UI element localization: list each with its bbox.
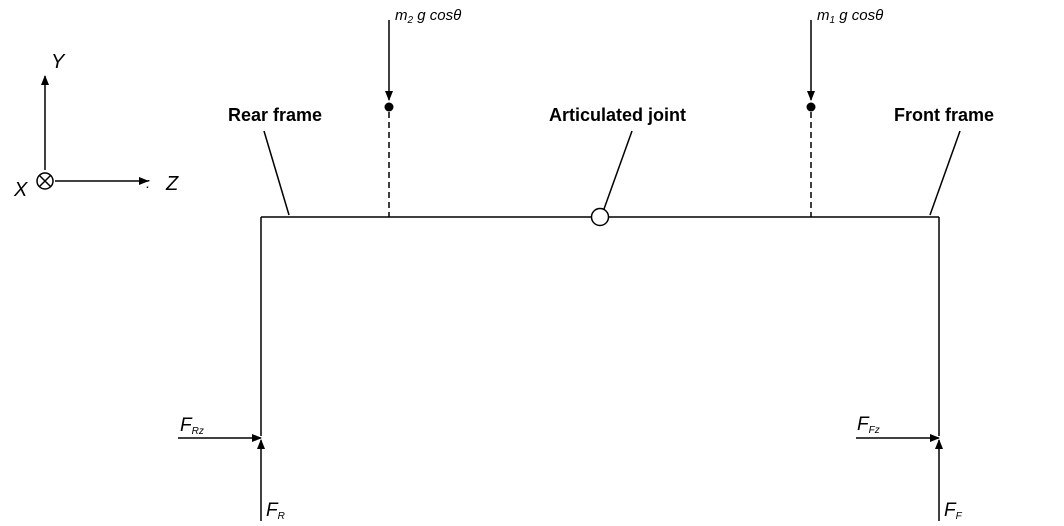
rear-z-force-label: FRz xyxy=(180,415,204,437)
front-z-force-label: FFz xyxy=(857,414,880,436)
x-axis-label: X xyxy=(13,179,28,201)
rear-frame-leader xyxy=(263,130,290,216)
articulated-joint-icon xyxy=(590,207,610,227)
front-frame-label: Front frame xyxy=(894,105,994,125)
front-reaction-forces: FFz FF xyxy=(856,414,963,522)
rear-load-label: m2 g cosθ xyxy=(395,7,461,26)
articulated-joint-leader xyxy=(603,130,633,210)
z-axis-label: Z xyxy=(165,173,179,195)
vehicle-frame xyxy=(260,207,940,436)
articulated-joint-callout: Articulated joint xyxy=(549,105,686,210)
rear-frame-callout: Rear frame xyxy=(228,105,322,216)
front-normal-force-label: FF xyxy=(944,500,963,522)
coordinate-system: Y : Z X xyxy=(13,51,179,201)
z-axis-marker: : xyxy=(146,175,150,192)
front-gravity-load: m1 g cosθ xyxy=(806,7,883,217)
front-mass-center-dot xyxy=(806,102,816,112)
front-load-label: m1 g cosθ xyxy=(817,7,883,26)
articulated-joint-label: Articulated joint xyxy=(549,105,686,125)
rear-gravity-load: m2 g cosθ xyxy=(384,7,461,217)
rear-normal-force-label: FR xyxy=(266,500,285,522)
rear-reaction-forces: FRz FR xyxy=(178,415,285,522)
rear-frame-label: Rear frame xyxy=(228,105,322,125)
x-axis-into-page-icon xyxy=(36,172,54,190)
rear-mass-center-dot xyxy=(384,102,394,112)
front-frame-callout: Front frame xyxy=(894,105,994,216)
y-axis-label: Y xyxy=(51,51,66,73)
front-frame-leader xyxy=(929,130,961,216)
